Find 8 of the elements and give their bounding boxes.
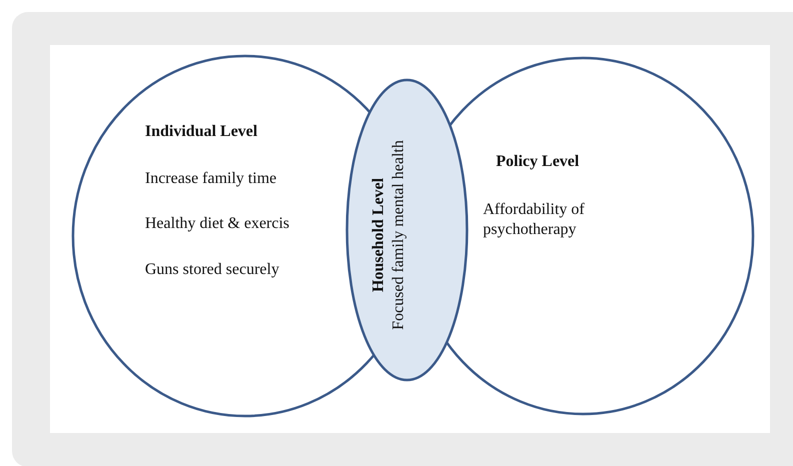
list-item: Affordability of psychotherapy: [483, 200, 586, 240]
list-item: Healthy diet & exercis: [145, 214, 290, 234]
list-item: Increase family time: [145, 169, 276, 189]
list-item: Guns stored securely: [145, 260, 280, 280]
heading: Individual Level: [145, 122, 258, 142]
heading: Policy Level: [496, 152, 580, 172]
heading: Household Level: [369, 176, 388, 294]
description: Focused family mental health: [389, 139, 408, 332]
